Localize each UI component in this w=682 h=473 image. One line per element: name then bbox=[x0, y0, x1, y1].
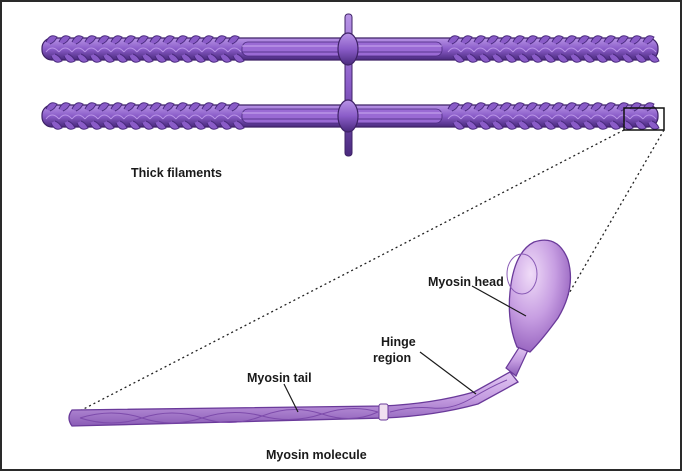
label-myosin-tail: Myosin tail bbox=[247, 371, 312, 385]
label-hinge-line2: region bbox=[373, 351, 411, 365]
label-hinge-line1: Hinge bbox=[381, 335, 416, 349]
label-myosin-head: Myosin head bbox=[428, 275, 504, 289]
label-thick-filaments: Thick filaments bbox=[131, 166, 222, 180]
myosin-molecule bbox=[69, 240, 570, 426]
label-myosin-molecule: Myosin molecule bbox=[266, 448, 367, 462]
hinge-collar bbox=[379, 404, 388, 420]
filament-head-mark bbox=[648, 54, 659, 62]
hinge-pointer bbox=[420, 352, 476, 394]
myosin-head-shape bbox=[509, 240, 570, 352]
filament-head-mark bbox=[648, 121, 659, 129]
